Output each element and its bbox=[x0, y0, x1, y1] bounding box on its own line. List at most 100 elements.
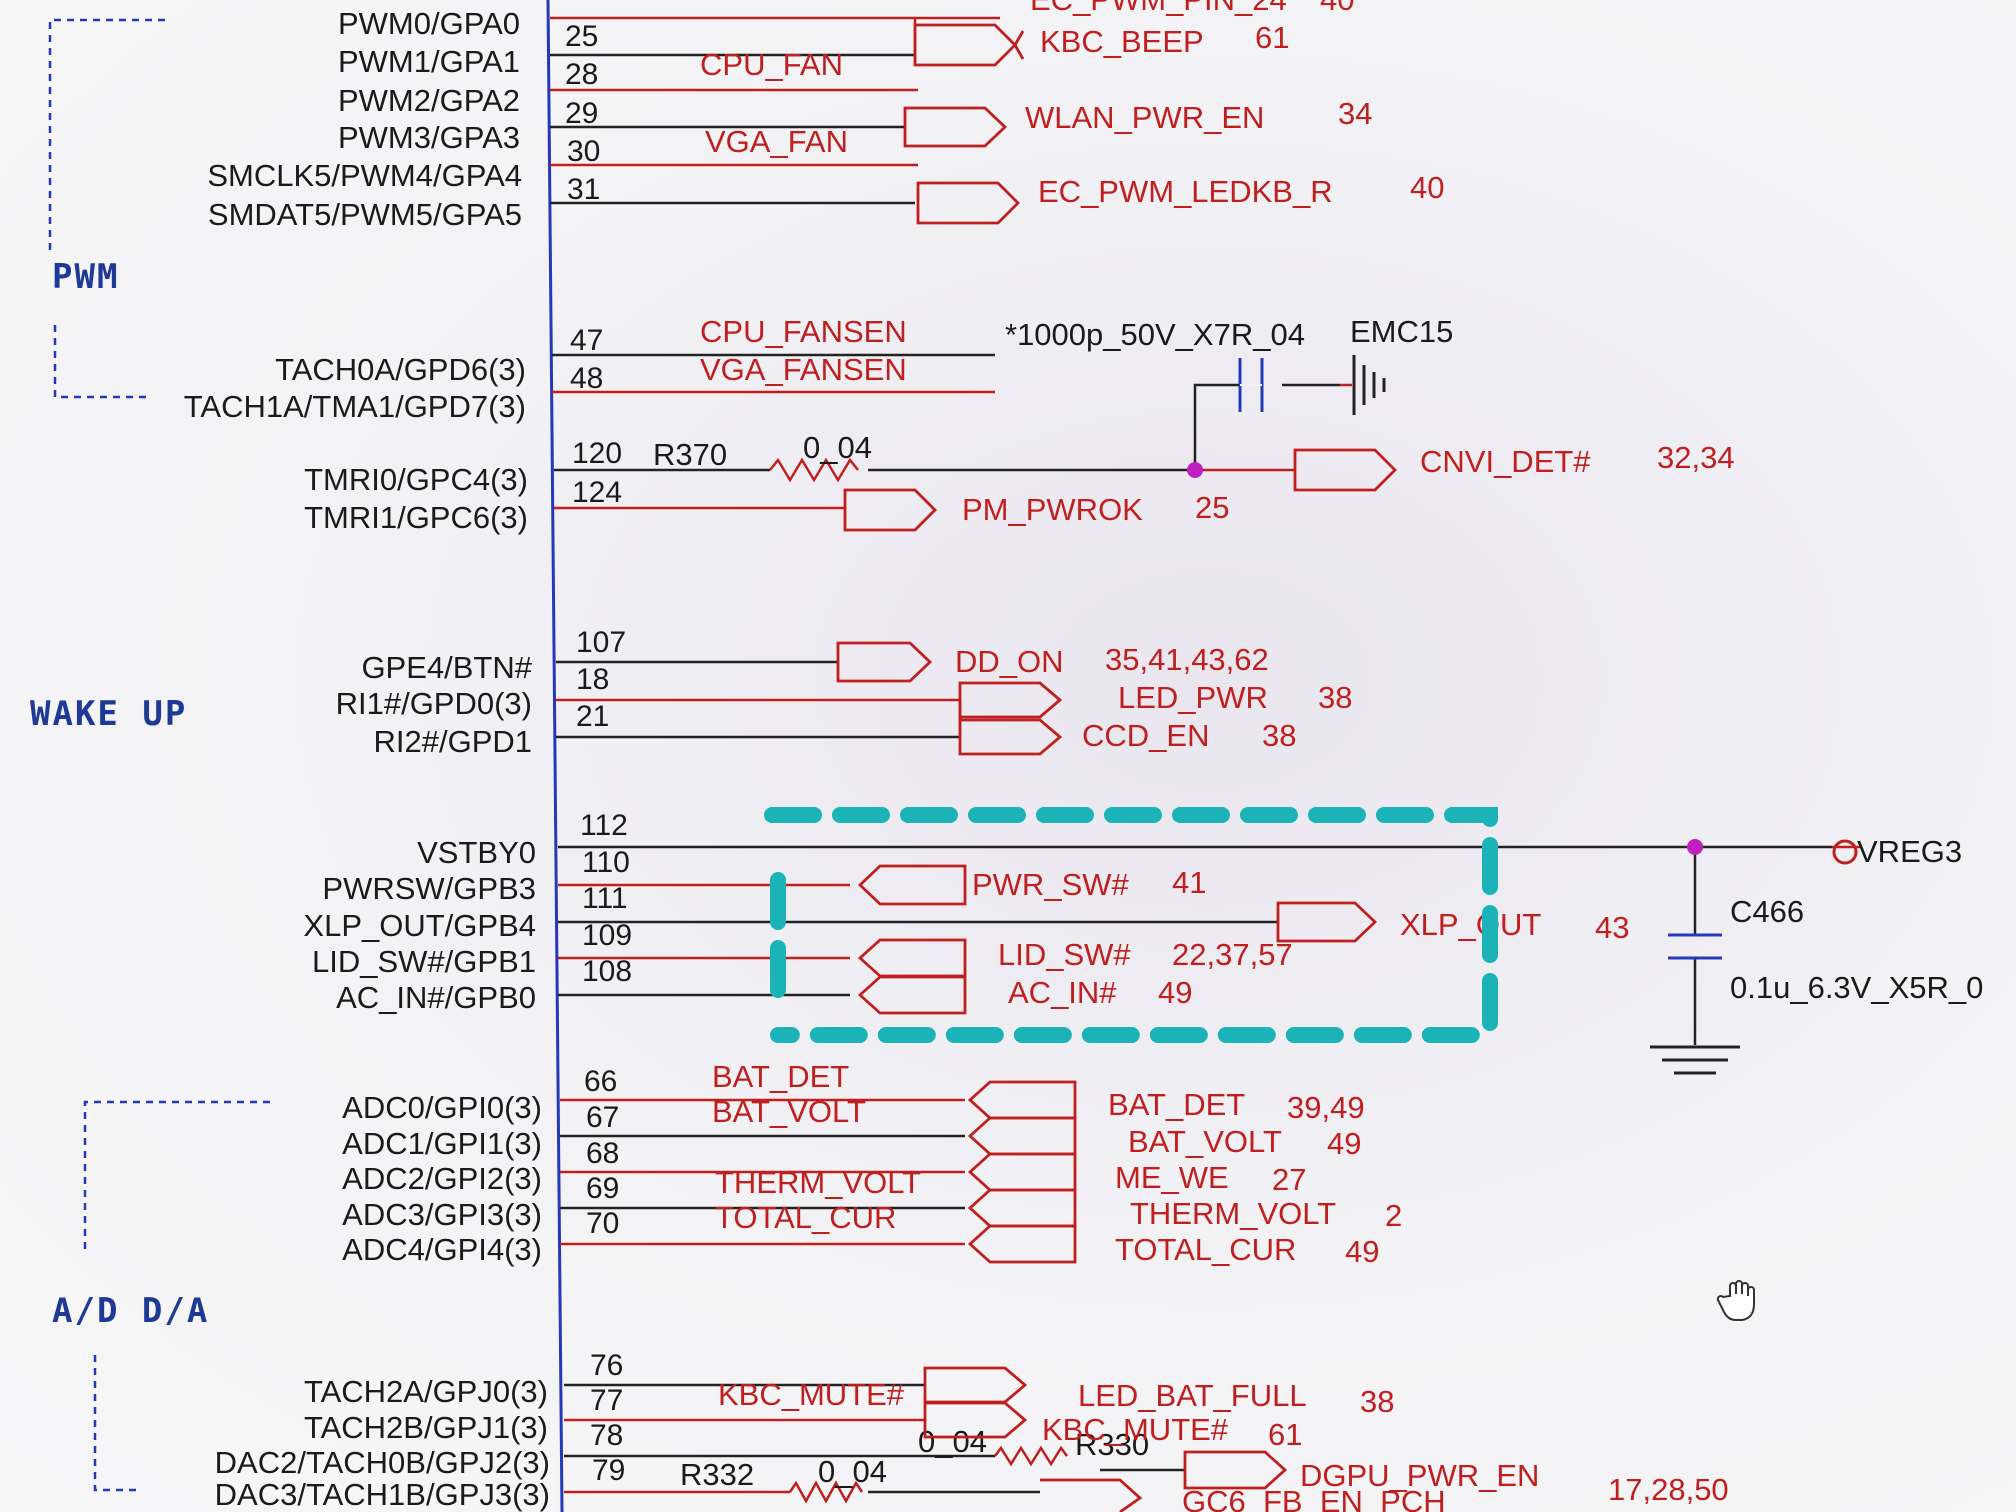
pin-name: TMRI1/GPC6(3) bbox=[304, 500, 528, 535]
port-net: LED_PWR bbox=[1118, 680, 1268, 715]
port-net: EC_PWM_LEDKB_R bbox=[1038, 174, 1333, 209]
resistor-r332: R332 0_04 bbox=[680, 1454, 887, 1504]
pin-number: 69 bbox=[586, 1172, 619, 1205]
pin-number: 112 bbox=[580, 809, 628, 842]
port-symbol bbox=[923, 1366, 1028, 1404]
pin-name: DAC2/TACH0B/GPJ2(3) bbox=[215, 1445, 550, 1480]
port-ref: 49 bbox=[1327, 1126, 1361, 1161]
port-net: DGPU_PWR_EN bbox=[1300, 1458, 1539, 1493]
capacitor-emc15: *1000p_50V_X7R_04 EMC15 bbox=[1005, 314, 1453, 415]
port-symbol bbox=[916, 181, 1020, 225]
pin-number: 66 bbox=[584, 1065, 617, 1098]
pin-number: 31 bbox=[567, 173, 600, 206]
port-ref: 40 bbox=[1410, 170, 1444, 205]
pin-number: 21 bbox=[576, 700, 609, 733]
section-label-wakeup: WAKE UP bbox=[30, 694, 187, 734]
pin-number: 124 bbox=[572, 476, 622, 509]
pin-number: 48 bbox=[570, 362, 603, 395]
r370-value: 0_04 bbox=[803, 430, 872, 465]
port-symbol bbox=[836, 641, 933, 683]
port-ref: 38 bbox=[1360, 1384, 1394, 1419]
port-ref: 34 bbox=[1338, 96, 1372, 131]
port-net: BAT_VOLT bbox=[1128, 1124, 1282, 1159]
port-net: PWR_SW# bbox=[972, 867, 1130, 902]
pin-name: LID_SW#/GPB1 bbox=[312, 944, 536, 979]
capacitor-c466: VREG3 C466 0.1u_6.3V_X5R_0 bbox=[1650, 834, 1983, 1075]
port-net: LED_BAT_FULL bbox=[1078, 1378, 1307, 1413]
pin-number: 29 bbox=[565, 97, 598, 130]
r332-value: 0_04 bbox=[818, 1454, 887, 1489]
pin-number: 30 bbox=[567, 135, 600, 168]
port-net: WLAN_PWR_EN bbox=[1025, 100, 1264, 135]
port-symbol bbox=[1276, 901, 1378, 943]
wire-label-bat-det: BAT_DET bbox=[712, 1059, 849, 1094]
r332-ref: R332 bbox=[680, 1457, 754, 1492]
port-labels: EC_PWM_PIN_24 40 KBC_BEEP 61 WLAN_PWR_EN… bbox=[955, 0, 1735, 1512]
port-ref: 43 bbox=[1595, 910, 1629, 945]
pin-number: 28 bbox=[565, 58, 598, 91]
pin-number: 77 bbox=[590, 1384, 623, 1417]
port-ref: 22,37,57 bbox=[1172, 937, 1293, 972]
pin-number: 70 bbox=[586, 1207, 619, 1240]
port-net: XLP_OUT bbox=[1400, 907, 1541, 942]
pin-number: 47 bbox=[570, 324, 603, 357]
port-symbol bbox=[843, 488, 937, 532]
pin-name: ADC0/GPI0(3) bbox=[342, 1090, 542, 1125]
pin-number: 68 bbox=[586, 1137, 619, 1170]
wires bbox=[550, 16, 1860, 1494]
pin-name: TMRI0/GPC4(3) bbox=[304, 462, 528, 497]
port-symbol bbox=[967, 1224, 1077, 1264]
wire-label-therm-volt: THERM_VOLT bbox=[715, 1165, 921, 1200]
r330-value: 0_04 bbox=[918, 1424, 987, 1459]
port-symbol bbox=[958, 718, 1063, 756]
wire-label-cpu-fansen: CPU_FANSEN bbox=[700, 314, 907, 349]
port-ref: 61 bbox=[1268, 1417, 1302, 1452]
resistor-r330: 0_04 R330 bbox=[918, 1424, 1149, 1467]
port-symbol bbox=[857, 975, 967, 1015]
port-net: ME_WE bbox=[1115, 1160, 1229, 1195]
section-label-adda: A/D D/A bbox=[52, 1291, 209, 1331]
pin-number: 120 bbox=[572, 437, 622, 470]
pin-number: 78 bbox=[590, 1419, 623, 1452]
pin-names: PWM0/GPA0 PWM1/GPA1 PWM2/GPA2 PWM3/GPA3 … bbox=[184, 6, 550, 1512]
wire-label-bat-volt: BAT_VOLT bbox=[712, 1094, 866, 1129]
port-ref: 17,28,50 bbox=[1608, 1472, 1729, 1507]
pin-name: ADC2/GPI2(3) bbox=[342, 1161, 542, 1196]
pin-name: DAC3/TACH1B/GPJ3(3) bbox=[215, 1477, 550, 1512]
pin-name: ADC4/GPI4(3) bbox=[342, 1232, 542, 1267]
ic-body-edge bbox=[546, 0, 564, 1512]
port-symbol bbox=[857, 864, 967, 906]
pin-name: TACH1A/TMA1/GPD7(3) bbox=[184, 389, 526, 424]
c466-ref: C466 bbox=[1730, 894, 1804, 929]
pin-name: VSTBY0 bbox=[417, 835, 536, 870]
pin-name: PWM1/GPA1 bbox=[338, 44, 520, 79]
pin-name: SMCLK5/PWM4/GPA4 bbox=[207, 158, 522, 193]
port-ref: 27 bbox=[1272, 1162, 1306, 1197]
port-symbol bbox=[967, 1152, 1077, 1192]
pin-name: TACH0A/GPD6(3) bbox=[275, 352, 526, 387]
pin-number: 67 bbox=[586, 1101, 619, 1134]
pin-number: 107 bbox=[576, 626, 626, 659]
pin-name: XLP_OUT/GPB4 bbox=[303, 908, 536, 943]
port-net: EC_PWM_PIN_24 bbox=[1030, 0, 1287, 17]
wire-labels: CPU_FAN VGA_FAN CPU_FANSEN VGA_FANSEN BA… bbox=[700, 47, 921, 1412]
emc15-ref: EMC15 bbox=[1350, 314, 1453, 349]
pin-name: PWM3/GPA3 bbox=[338, 120, 520, 155]
port-ref: 40 bbox=[1320, 0, 1354, 17]
port-symbol bbox=[967, 1188, 1077, 1228]
pin-number: 111 bbox=[582, 882, 628, 915]
pin-name: ADC1/GPI1(3) bbox=[342, 1126, 542, 1161]
pin-name: SMDAT5/PWM5/GPA5 bbox=[208, 197, 522, 232]
port-symbol bbox=[913, 23, 1025, 67]
port-ref: 39,49 bbox=[1287, 1090, 1365, 1125]
pin-number: 108 bbox=[582, 955, 632, 988]
pin-name: AC_IN#/GPB0 bbox=[336, 980, 536, 1015]
wire-label-vga-fan: VGA_FAN bbox=[705, 124, 848, 159]
port-symbol bbox=[958, 681, 1063, 719]
r370-ref: R370 bbox=[653, 437, 727, 472]
wire-label-kbc-mute: KBC_MUTE# bbox=[718, 1377, 905, 1412]
c466-value: 0.1u_6.3V_X5R_0 bbox=[1730, 970, 1983, 1005]
pin-number: 76 bbox=[590, 1349, 623, 1382]
port-ref: 61 bbox=[1255, 20, 1289, 55]
port-ref: 49 bbox=[1158, 975, 1192, 1010]
